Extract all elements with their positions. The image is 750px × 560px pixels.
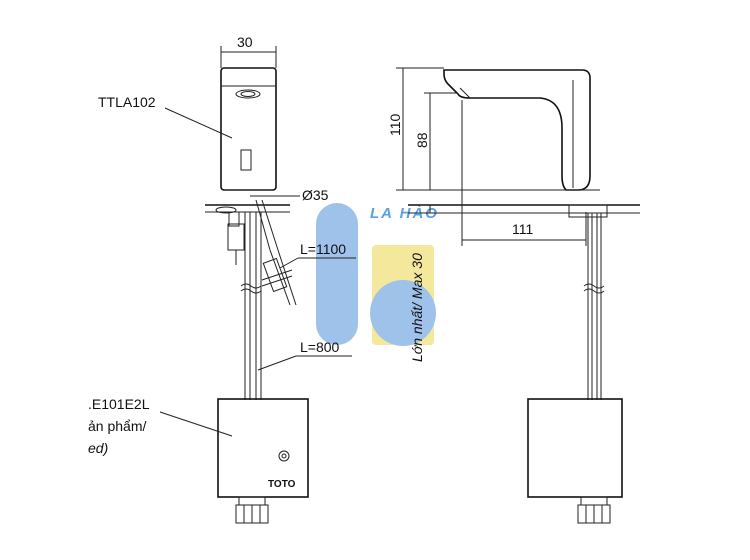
- dim-hose-short: L=800: [300, 339, 340, 355]
- label-note-line2: ed): [88, 440, 108, 456]
- label-note-line1: ản phẩm/: [88, 418, 146, 434]
- dim-width-top: 30: [237, 34, 253, 50]
- faucet-front-view: 30 TTLA102 Ø35: [88, 34, 356, 524]
- dim-reach: 111: [512, 221, 533, 237]
- dim-height-total: 110: [387, 113, 403, 136]
- faucet-side-view: 110 88 111 Lớn nhất/ Max 30: [387, 67, 640, 524]
- brand-logo: TOTO: [268, 479, 296, 490]
- dim-max-thickness: Lớn nhất/ Max 30: [409, 253, 425, 362]
- dim-hose-long: L=1100: [300, 241, 346, 257]
- watermark-text: LA HÀO: [370, 205, 439, 222]
- dim-diameter: Ø35: [302, 187, 329, 203]
- label-faucet-model: TTLA102: [98, 94, 156, 110]
- watermark-logo: LA HÀO: [316, 203, 439, 346]
- label-control-model: .E101E2L: [88, 396, 150, 412]
- dim-height-spout: 88: [414, 132, 430, 148]
